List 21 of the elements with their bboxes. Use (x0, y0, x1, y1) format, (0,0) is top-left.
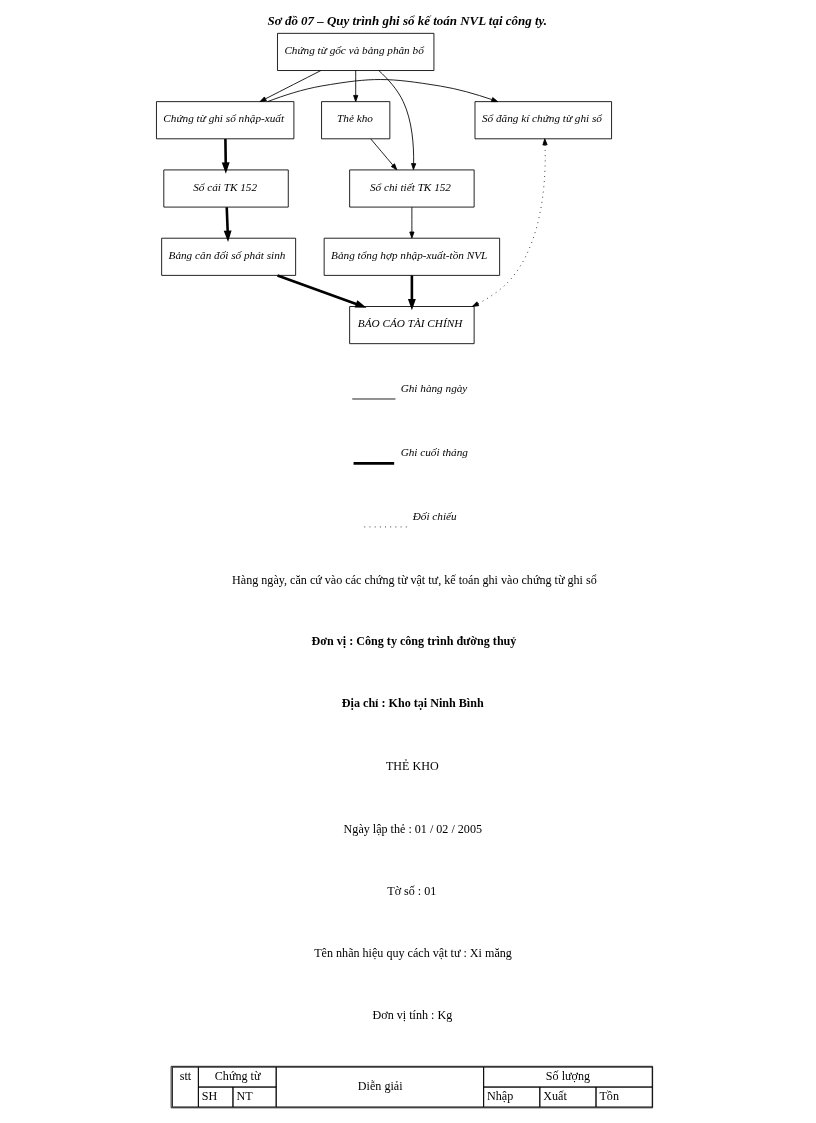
label: Nhập (487, 1089, 514, 1104)
label: Địa chỉ : Kho tại Ninh Bình (341, 696, 484, 711)
label: Ngày lập thẻ : 01 / 02 / 2005 (343, 821, 482, 836)
legend-label: Đối chiếu (412, 510, 457, 523)
label: Số lượng (545, 1069, 591, 1084)
label: Tên nhãn hiệu quy cách vật tư : Xi măng (314, 946, 512, 961)
legend-label: Ghi hàng ngày (400, 382, 468, 395)
label: Đơn vị : Công ty công trình đường thuỷ (311, 634, 517, 649)
label: THẺ KHO (385, 759, 439, 774)
label: Chứng từ (214, 1069, 261, 1084)
label: stt (179, 1069, 192, 1084)
label: SH (201, 1089, 218, 1104)
label: Tồn (599, 1089, 619, 1104)
label: Hàng ngày, căn cứ vào các chứng từ vật tư, kế toán ghi vào chứng từ ghi sổ (232, 572, 597, 587)
label: Tờ số : 01 (387, 883, 437, 898)
label: Xuất (543, 1089, 567, 1104)
legend-label: Ghi cuối tháng (400, 446, 468, 459)
label: Diễn giải (357, 1079, 403, 1094)
label: Đơn vị tính : Kg (372, 1008, 453, 1023)
diagram-title: Sơ đồ 07 – Quy trình ghi sổ kế toán NVL tại công ty. (267, 12, 548, 28)
label: NT (236, 1089, 253, 1104)
